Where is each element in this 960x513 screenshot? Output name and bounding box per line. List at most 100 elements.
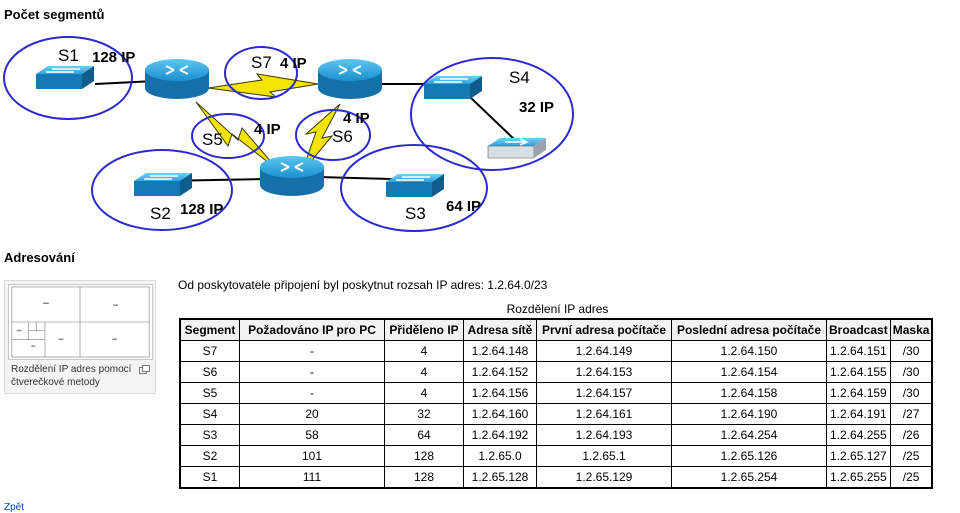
cell-segment: S5 bbox=[180, 382, 240, 404]
table-row: S4 20 32 1.2.64.160 1.2.64.161 1.2.64.19… bbox=[180, 403, 933, 425]
segment-ip-s5: 4 IP bbox=[254, 121, 281, 138]
cell-first-host: 1.2.64.161 bbox=[536, 403, 672, 425]
cell-mask: /26 bbox=[889, 424, 933, 446]
cell-mask: /30 bbox=[889, 340, 933, 362]
cell-segment: S6 bbox=[180, 361, 240, 383]
segment-ip-s4: 32 IP bbox=[519, 99, 554, 116]
cell-mask: /25 bbox=[889, 466, 933, 488]
cell-network-address: 1.2.64.192 bbox=[463, 424, 537, 446]
network-diagram: S1 128 IP S7 4 IP S4 32 IP S5 4 IP S6 4 … bbox=[3, 36, 574, 232]
segment-ip-s2: 128 IP bbox=[180, 201, 223, 218]
cell-segment: S3 bbox=[180, 424, 240, 446]
cell-last-host: 1.2.64.254 bbox=[671, 424, 827, 446]
segment-label-s2: S2 bbox=[150, 204, 171, 223]
cell-segment: S4 bbox=[180, 403, 240, 425]
cell-broadcast: 1.2.65.255 bbox=[826, 466, 891, 488]
thumbnail-caption: Rozdělení IP adres pomocí čtverečkové me… bbox=[11, 364, 132, 388]
cell-broadcast: 1.2.64.155 bbox=[826, 361, 891, 383]
cell-network-address: 1.2.64.148 bbox=[463, 340, 537, 362]
switch-icon bbox=[386, 174, 444, 197]
cell-segment: S2 bbox=[180, 445, 240, 467]
cell-requested: 20 bbox=[239, 403, 385, 425]
cell-mask: /25 bbox=[889, 445, 933, 467]
cell-segment: S7 bbox=[180, 340, 240, 362]
switch-icon bbox=[424, 76, 482, 99]
cell-last-host: 1.2.64.190 bbox=[671, 403, 827, 425]
cell-requested: - bbox=[239, 382, 385, 404]
segment-label-s1: S1 bbox=[58, 46, 79, 65]
cell-mask: /30 bbox=[889, 361, 933, 383]
cell-broadcast: 1.2.64.151 bbox=[826, 340, 891, 362]
column-header-first-host: První adresa počítače bbox=[536, 319, 672, 341]
segment-label-s5: S5 bbox=[202, 130, 223, 149]
segment-label-s6: S6 bbox=[332, 127, 353, 146]
table-caption: Rozdělení IP adres bbox=[506, 302, 609, 316]
cell-broadcast: 1.2.65.127 bbox=[826, 445, 891, 467]
thumbnail-frame[interactable]: Rozdělení IP adres pomocí čtverečkové me… bbox=[4, 280, 156, 394]
address-range-note: Od poskytovatele připojení byl poskytnut… bbox=[178, 278, 548, 292]
back-link[interactable]: Zpět bbox=[4, 502, 25, 513]
column-header-last-host: Poslední adresa počítače bbox=[671, 319, 827, 341]
column-header-mask: Maska bbox=[889, 319, 933, 341]
enlarge-icon[interactable] bbox=[139, 365, 150, 374]
cell-network-address: 1.2.65.0 bbox=[463, 445, 537, 467]
segment-ip-s7: 4 IP bbox=[280, 55, 307, 72]
cell-first-host: 1.2.65.1 bbox=[536, 445, 672, 467]
cell-requested: - bbox=[239, 340, 385, 362]
cell-first-host: 1.2.64.157 bbox=[536, 382, 672, 404]
cell-network-address: 1.2.64.152 bbox=[463, 361, 537, 383]
router-icon bbox=[260, 156, 324, 196]
cell-broadcast: 1.2.64.255 bbox=[826, 424, 891, 446]
thumbnail-image[interactable] bbox=[8, 284, 153, 360]
column-header-assigned: Přiděleno IP bbox=[384, 319, 464, 341]
switch-icon bbox=[134, 173, 192, 196]
column-header-broadcast: Broadcast bbox=[826, 319, 891, 341]
segment-label-s4: S4 bbox=[509, 68, 530, 87]
cell-network-address: 1.2.65.128 bbox=[463, 466, 537, 488]
workgroup-switch-icon bbox=[487, 138, 546, 159]
cell-last-host: 1.2.65.126 bbox=[671, 445, 827, 467]
cell-first-host: 1.2.65.129 bbox=[536, 466, 672, 488]
switch-icon bbox=[36, 66, 94, 89]
segment-label-s3: S3 bbox=[405, 204, 426, 223]
cell-mask: /30 bbox=[889, 382, 933, 404]
column-header-network-address: Adresa sítě bbox=[463, 319, 537, 341]
table-row: S2 101 128 1.2.65.0 1.2.65.1 1.2.65.126 … bbox=[180, 445, 933, 467]
table-row: S7 - 4 1.2.64.148 1.2.64.149 1.2.64.150 … bbox=[180, 340, 933, 362]
cell-assigned: 32 bbox=[384, 403, 464, 425]
cell-assigned: 128 bbox=[384, 445, 464, 467]
section-heading-addressing: Adresování bbox=[4, 250, 75, 265]
cell-last-host: 1.2.65.254 bbox=[671, 466, 827, 488]
router-icon bbox=[318, 59, 382, 99]
segment-boundaries bbox=[3, 36, 574, 232]
table-header-row: Segment Požadováno IP pro PC Přiděleno I… bbox=[180, 319, 933, 341]
cell-requested: - bbox=[239, 361, 385, 383]
cell-assigned: 128 bbox=[384, 466, 464, 488]
table-row: S6 - 4 1.2.64.152 1.2.64.153 1.2.64.154 … bbox=[180, 361, 933, 383]
cell-broadcast: 1.2.64.159 bbox=[826, 382, 891, 404]
cell-broadcast: 1.2.64.191 bbox=[826, 403, 891, 425]
cell-requested: 111 bbox=[239, 466, 385, 488]
cell-network-address: 1.2.64.156 bbox=[463, 382, 537, 404]
cell-network-address: 1.2.64.160 bbox=[463, 403, 537, 425]
router-icon bbox=[145, 59, 209, 99]
table-row: S5 - 4 1.2.64.156 1.2.64.157 1.2.64.158 … bbox=[180, 382, 933, 404]
cell-assigned: 4 bbox=[384, 361, 464, 383]
cell-segment: S1 bbox=[180, 466, 240, 488]
cell-first-host: 1.2.64.153 bbox=[536, 361, 672, 383]
cell-first-host: 1.2.64.149 bbox=[536, 340, 672, 362]
table-row: S1 111 128 1.2.65.128 1.2.65.129 1.2.65.… bbox=[180, 466, 933, 488]
segment-ip-s3: 64 IP bbox=[446, 198, 481, 215]
ip-allocation-table: Segment Požadováno IP pro PC Přiděleno I… bbox=[178, 318, 934, 489]
segment-label-s7: S7 bbox=[251, 53, 272, 72]
cell-assigned: 4 bbox=[384, 340, 464, 362]
cell-last-host: 1.2.64.150 bbox=[671, 340, 827, 362]
column-header-segment: Segment bbox=[180, 319, 240, 341]
cell-last-host: 1.2.64.158 bbox=[671, 382, 827, 404]
section-heading-segments: Počet segmentů bbox=[4, 7, 105, 22]
cell-requested: 101 bbox=[239, 445, 385, 467]
segment-ip-s1: 128 IP bbox=[92, 49, 135, 66]
cell-assigned: 4 bbox=[384, 382, 464, 404]
cell-first-host: 1.2.64.193 bbox=[536, 424, 672, 446]
cell-requested: 58 bbox=[239, 424, 385, 446]
